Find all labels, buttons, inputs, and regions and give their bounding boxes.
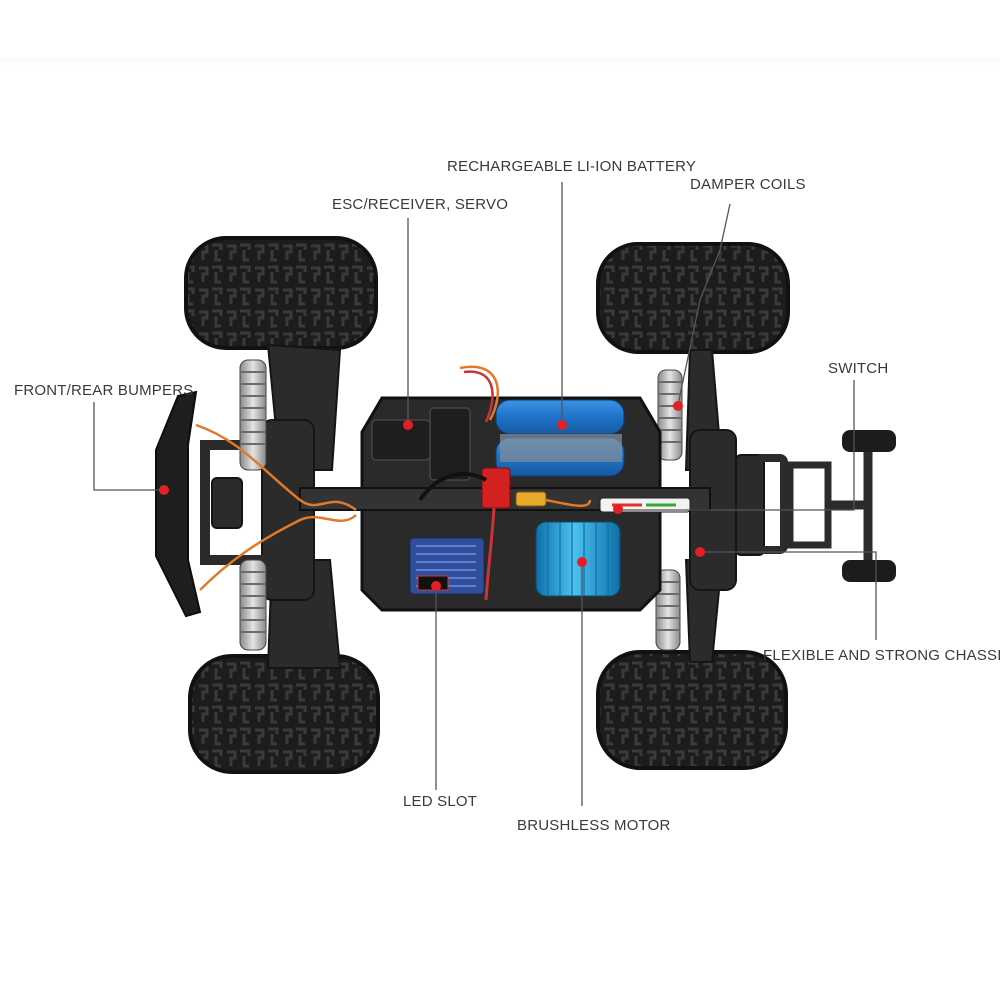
wiring [195,365,592,601]
damper-leader [677,203,731,406]
damper-label: DAMPER COILS [690,176,806,193]
header-divider [0,58,1000,66]
damper-marker [673,401,683,411]
switch-label: SWITCH [828,360,888,377]
rear-left-tire [188,654,380,774]
chassis-label: FLEXIBLE AND STRONG CHASSIS [763,647,1000,664]
power-connector [481,467,511,509]
leader-lines [93,182,877,806]
rear-right-shock [655,569,681,651]
led-label: LED SLOT [403,793,477,810]
motor-label: BRUSHLESS MOTOR [517,817,671,834]
esc-marker [403,420,413,430]
chassis-leader [700,551,877,640]
motor-marker [577,557,587,567]
bumpers-label: FRONT/REAR BUMPERS [14,382,193,399]
bumper [155,390,202,618]
front-right-shock [657,369,683,461]
rear-right-tire [596,650,788,770]
markers [159,401,705,591]
front-left-shock [239,359,267,471]
rear-left-shock [239,559,267,651]
bumpers-leader [93,402,163,491]
chassis-marker [695,547,705,557]
bumpers-marker [159,485,169,495]
switch-leader [618,380,855,511]
esc-board [409,537,485,595]
wheelie-bar [754,430,896,582]
esc-label: ESC/RECEIVER, SERVO [332,196,508,213]
motor-connector [515,491,547,507]
battery-marker [557,420,567,430]
left-suspension [200,343,342,669]
led-marker [431,581,441,591]
battery-label: RECHARGEABLE LI-ION BATTERY [447,158,696,175]
front-left-tire [184,236,378,350]
switch-marker [613,504,623,514]
servo [371,407,471,481]
li-ion-battery [495,399,625,477]
